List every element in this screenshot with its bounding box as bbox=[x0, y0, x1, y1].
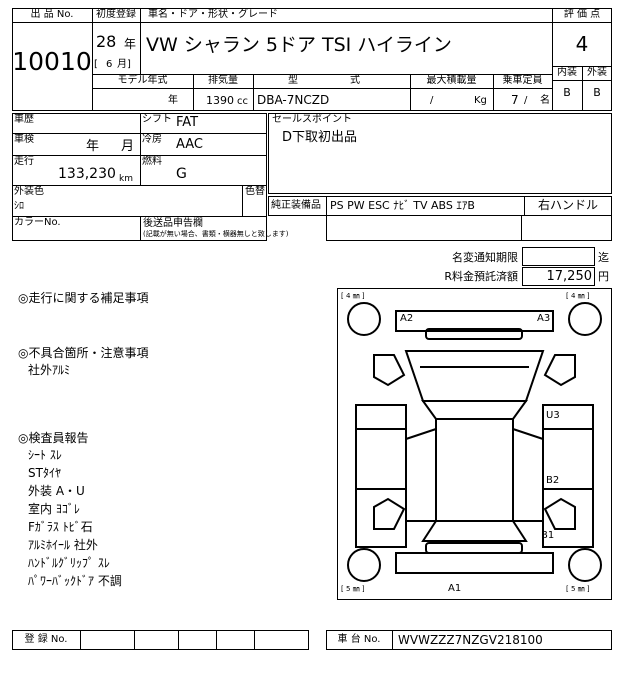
damage-mark-a2: A2 bbox=[400, 313, 414, 324]
tire-depth-rear-left: [ 5 ㎜ ] bbox=[341, 585, 365, 593]
reg-no-label: 登 録 No. bbox=[24, 634, 68, 645]
details-left-frame bbox=[12, 113, 267, 241]
vin-value: WVWZZZ7NZGV218100 bbox=[398, 633, 543, 647]
name-change-box bbox=[522, 247, 595, 266]
mileage-value: 133,230 bbox=[58, 166, 116, 182]
capacity-unit: 名 bbox=[540, 95, 550, 106]
ac-label: 冷房 bbox=[142, 134, 162, 145]
damage-mark-b2: B2 bbox=[546, 475, 560, 486]
inspector-item: 外装 A・U bbox=[28, 484, 85, 498]
recycle-amount: 17,250 bbox=[546, 269, 593, 284]
capacity-sep: / bbox=[524, 95, 528, 106]
car-body-diagram bbox=[347, 302, 602, 582]
model-year-label: モデル年式 bbox=[117, 75, 168, 86]
car-name-label: 車名・ドア・形状・グレード bbox=[148, 9, 278, 20]
mileage-unit: km bbox=[119, 174, 133, 184]
ac-value: AAC bbox=[176, 137, 203, 152]
first-reg-month-open: [ bbox=[94, 59, 98, 70]
steering-value: 右ハンドル bbox=[537, 198, 598, 212]
car-name: VW シャラン 5ドア TSI ハイライン bbox=[146, 34, 452, 56]
color-change-label: 色替 bbox=[245, 186, 265, 197]
first-reg-year: 28 bbox=[96, 32, 117, 51]
vin-label: 車 台 No. bbox=[337, 634, 381, 645]
inspector-item: Fｶﾞﾗｽ ﾄﾋﾞ石 bbox=[28, 520, 93, 534]
inspector-item: ﾊﾝﾄﾞﾙｸﾞﾘｯﾌﾟ ｽﾚ bbox=[28, 556, 110, 570]
inspector-item: ｼｰﾄ ｽﾚ bbox=[28, 448, 62, 462]
displacement-label: 排気量 bbox=[208, 75, 238, 86]
aftermarket-label: 後送品申告欄 bbox=[143, 218, 203, 229]
exterior-label: 外装 bbox=[587, 67, 607, 78]
mileage-label: 走行 bbox=[14, 156, 34, 167]
displacement-value: 1390 bbox=[206, 94, 234, 107]
max-load-sep: / bbox=[430, 95, 434, 106]
fuel-label: 燃料 bbox=[142, 156, 162, 167]
sales-point-label: セールスポイント bbox=[272, 114, 352, 125]
color-no-label: カラーNo. bbox=[14, 217, 61, 228]
first-reg-month-unit: 月] bbox=[117, 59, 131, 70]
model-type-label-2: 式 bbox=[350, 75, 360, 86]
capacity-value: 7 bbox=[511, 93, 519, 107]
model-year-unit: 年 bbox=[168, 95, 178, 106]
aftermarket-note: (記載が無い場合、書類・横器無しと致します) bbox=[143, 230, 289, 238]
reg-no-box bbox=[12, 630, 309, 650]
displacement-unit: cc bbox=[237, 96, 248, 107]
name-change-unit: 迄 bbox=[598, 251, 609, 264]
lot-number: 10010 bbox=[12, 47, 92, 76]
interior-label: 内装 bbox=[557, 67, 577, 78]
damage-mark-b1: B1 bbox=[541, 530, 555, 541]
tire-depth-rear-right: [ 5 ㎜ ] bbox=[566, 585, 590, 593]
inspector-item: ｱﾙﾐﾎｲｰﾙ 社外 bbox=[28, 538, 98, 552]
driving-heading: ◎走行に関する補足事項 bbox=[18, 291, 149, 305]
damage-mark-a1: A1 bbox=[448, 583, 462, 594]
first-reg-year-unit: 年 bbox=[124, 37, 137, 51]
model-type-label: 型 bbox=[288, 75, 298, 86]
color-value: ｼﾛ bbox=[14, 201, 24, 212]
sales-point-box bbox=[268, 113, 612, 194]
recycle-box bbox=[522, 267, 595, 286]
inspection-year-unit: 年 bbox=[86, 139, 100, 154]
name-change-label: 名変通知期限 bbox=[452, 251, 518, 264]
inspection-label: 車検 bbox=[14, 134, 34, 145]
aftermarket-extra-box bbox=[326, 216, 612, 241]
exterior-grade: B bbox=[593, 86, 601, 99]
inspector-item: STﾀｲﾔ bbox=[28, 466, 61, 480]
sales-point-value: D下取初出品 bbox=[282, 130, 358, 145]
shift-label: シフト bbox=[142, 114, 172, 125]
color-label: 外装色 bbox=[14, 186, 44, 197]
first-reg-label: 初度登録 bbox=[96, 9, 136, 20]
car-diagram-frame bbox=[337, 288, 612, 600]
equipment-box bbox=[268, 196, 612, 216]
damage-mark-a3: A3 bbox=[537, 313, 551, 324]
defects-heading: ◎不具合箇所・注意事項 bbox=[18, 346, 149, 360]
capacity-label: 乗車定員 bbox=[502, 75, 543, 86]
shift-value: FAT bbox=[176, 115, 199, 130]
inspector-heading: ◎検査員報告 bbox=[18, 431, 89, 445]
inspector-item: 室内 ﾖｺﾞﾚ bbox=[28, 502, 80, 516]
first-reg-month: 6 bbox=[106, 59, 113, 70]
tire-depth-front-left: [ 4 ㎜ ] bbox=[341, 292, 365, 300]
vin-box bbox=[326, 630, 612, 650]
equipment-value: PS PW ESC ﾅﾋﾞ TV ABS ｴｱB bbox=[330, 199, 475, 212]
inspection-month-unit: 月 bbox=[121, 139, 135, 154]
defect-item: 社外ｱﾙﾐ bbox=[28, 363, 71, 377]
history-label: 車歴 bbox=[14, 114, 34, 125]
header-frame bbox=[12, 8, 612, 111]
recycle-label: R料金預託済額 bbox=[444, 270, 518, 283]
lot-label: 出 品 No. bbox=[30, 9, 74, 20]
grade-label: 評 価 点 bbox=[563, 9, 601, 20]
equipment-label: 純正装備品 bbox=[271, 200, 321, 211]
max-load-unit: Kg bbox=[474, 95, 487, 106]
max-load-label: 最大積載量 bbox=[426, 75, 477, 86]
model-type-value: DBA-7NCZD bbox=[257, 93, 330, 107]
inspector-item: ﾊﾟﾜｰﾊﾞｯｸﾄﾞｱ 不調 bbox=[28, 574, 122, 588]
recycle-unit: 円 bbox=[598, 270, 609, 283]
tire-depth-front-right: [ 4 ㎜ ] bbox=[566, 292, 590, 300]
damage-mark-u3: U3 bbox=[546, 410, 560, 421]
grade-value: 4 bbox=[575, 32, 589, 56]
fuel-value: G bbox=[176, 166, 187, 182]
interior-grade: B bbox=[563, 86, 571, 99]
